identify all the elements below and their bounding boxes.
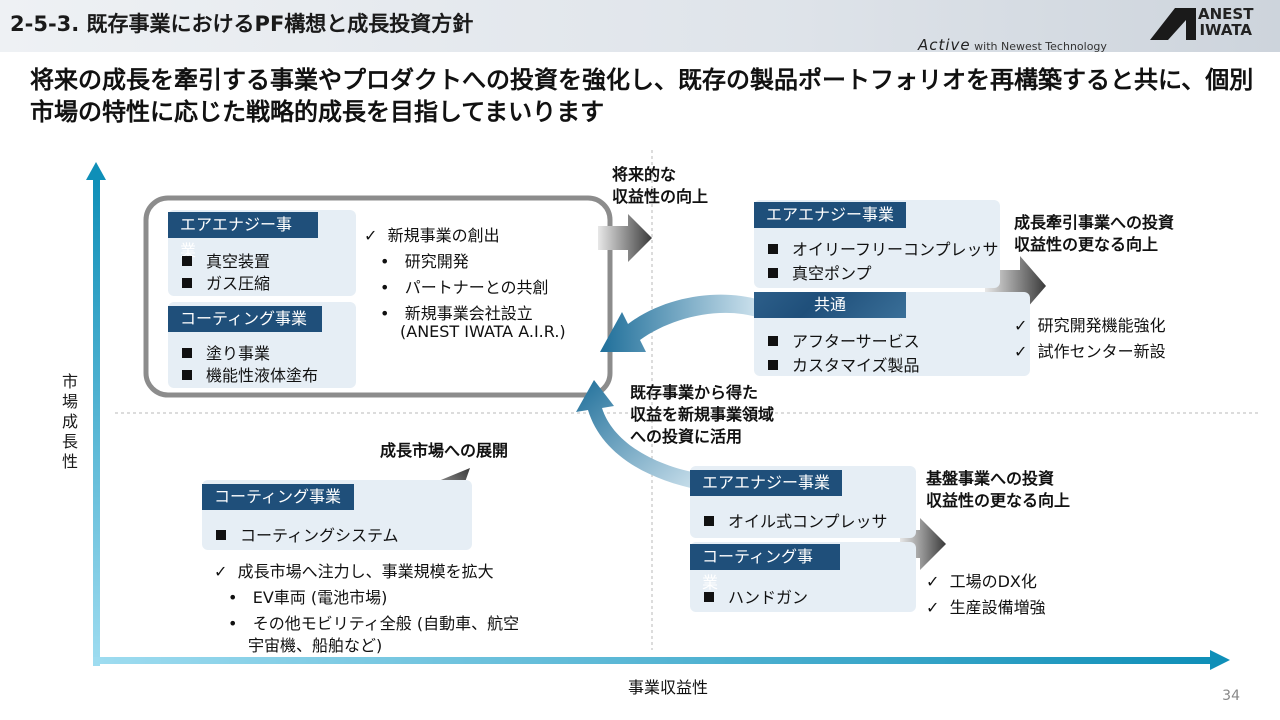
top-left-frame <box>143 195 613 398</box>
company-logo: ANEST IWATA <box>1198 6 1253 38</box>
section-title: 2-5-3. 既存事業におけるPF構想と成長投資方針 <box>10 12 474 36</box>
card-label: エアエナジー事業 <box>690 470 842 496</box>
card-coating-top-left: コーティング事業 塗り事業 機能性液体塗布 <box>168 302 356 388</box>
check-icon: ✓ <box>926 598 950 617</box>
y-axis-line <box>93 178 100 666</box>
check-item: ✓ 生産設備増強 <box>926 598 1046 617</box>
card-label: 共通 <box>754 292 906 318</box>
bullet-item: • パートナーとの共創 <box>380 278 549 297</box>
check-item: ✓ 工場のDX化 <box>926 572 1037 591</box>
list-item: ハンドガン <box>704 584 808 608</box>
card-air-energy-top-right: エアエナジー事業 オイリーフリーコンプレッサ 真空ポンプ <box>754 200 1000 288</box>
list-item: ガス圧縮 <box>182 270 270 294</box>
logo-line-1: ANEST <box>1198 5 1254 23</box>
logo-line-2: IWATA <box>1199 21 1253 39</box>
growth-investment-text: 成長牽引事業への投資 収益性の更なる向上 <box>1014 213 1175 254</box>
arrow-right-icon <box>598 214 652 262</box>
list-item: オイル式コンプレッサ <box>704 508 888 532</box>
bullet-item: • 研究開発 <box>380 252 469 271</box>
x-axis-line <box>93 657 1213 664</box>
check-icon: ✓ <box>926 572 950 591</box>
logo-mark-icon <box>1150 8 1196 40</box>
card-air-energy-top-left: エアエナジー事業 真空装置 ガス圧縮 <box>168 210 356 296</box>
list-item: カスタマイズ製品 <box>768 352 920 376</box>
tagline-text: with Newest Technology <box>974 40 1107 53</box>
card-label: エアエナジー事業 <box>754 202 906 228</box>
bullet-item: • 新規事業会社設立 <box>380 304 533 323</box>
bullet-item-continued: (ANEST IWATA A.I.R.) <box>400 322 566 341</box>
list-item: 機能性液体塗布 <box>182 362 318 386</box>
x-axis-arrowhead <box>1210 650 1230 670</box>
future-profit-text: 将来的な 収益性の向上 <box>612 165 709 206</box>
card-label: コーティング事業 <box>202 484 354 510</box>
check-item: ✓ 研究開発機能強化 <box>1014 316 1166 335</box>
card-coating-bottom-right: コーティング事業 ハンドガン <box>690 542 916 612</box>
check-icon: ✓ <box>1014 316 1038 335</box>
tagline: Active with Newest Technology <box>918 36 1107 54</box>
list-item: 真空装置 <box>182 248 270 272</box>
reinvest-text: 既存事業から得た 収益を新規事業領域 への投資に活用 <box>630 383 775 446</box>
base-investment-text: 基盤事業への投資 収益性の更なる向上 <box>926 469 1071 510</box>
bullet-item: • EV車両 (電池市場) <box>228 588 388 607</box>
expansion-text: 成長市場への展開 <box>380 441 509 460</box>
check-icon: ✓ <box>1014 342 1038 361</box>
x-axis-label: 事業収益性 <box>628 678 709 697</box>
tagline-brand: Active <box>918 36 971 54</box>
list-item: コーティングシステム <box>216 522 399 546</box>
header-background <box>0 0 1280 52</box>
card-label: エアエナジー事業 <box>168 212 318 260</box>
y-axis-label: 市場成長性 <box>61 372 78 471</box>
curved-arrow-icon <box>600 294 760 352</box>
check-item: ✓ 成長市場へ注力し、事業規模を拡大 <box>214 562 494 581</box>
check-icon: ✓ <box>364 226 388 245</box>
headline: 将来の成長を牽引する事業やプロダクトへの投資を強化し、既存の製品ポートフォリオを… <box>30 66 1254 126</box>
card-coating-bottom-left: コーティング事業 コーティングシステム <box>202 480 472 550</box>
check-icon: ✓ <box>214 562 238 581</box>
bullet-item: • その他モビリティ全般 (自動車、航空 <box>228 614 520 633</box>
curved-arrow-icon-2 <box>576 380 702 490</box>
list-item: 塗り事業 <box>182 340 270 364</box>
card-label: コーティング事業 <box>690 544 840 592</box>
card-label: コーティング事業 <box>168 306 322 332</box>
list-item: オイリーフリーコンプレッサ <box>768 236 999 260</box>
card-common: 共通 アフターサービス カスタマイズ製品 <box>754 292 1030 376</box>
page-number: 34 <box>1222 688 1240 704</box>
y-axis-arrowhead <box>86 162 106 180</box>
check-item: ✓ 試作センター新設 <box>1014 342 1166 361</box>
card-air-energy-bottom-right: エアエナジー事業 オイル式コンプレッサ <box>690 466 916 538</box>
list-item: アフターサービス <box>768 328 920 352</box>
new-business-check: ✓ 新規事業の創出 <box>364 226 500 245</box>
list-item: 真空ポンプ <box>768 260 872 284</box>
bullet-item-continued: 宇宙機、船舶など) <box>248 636 383 655</box>
